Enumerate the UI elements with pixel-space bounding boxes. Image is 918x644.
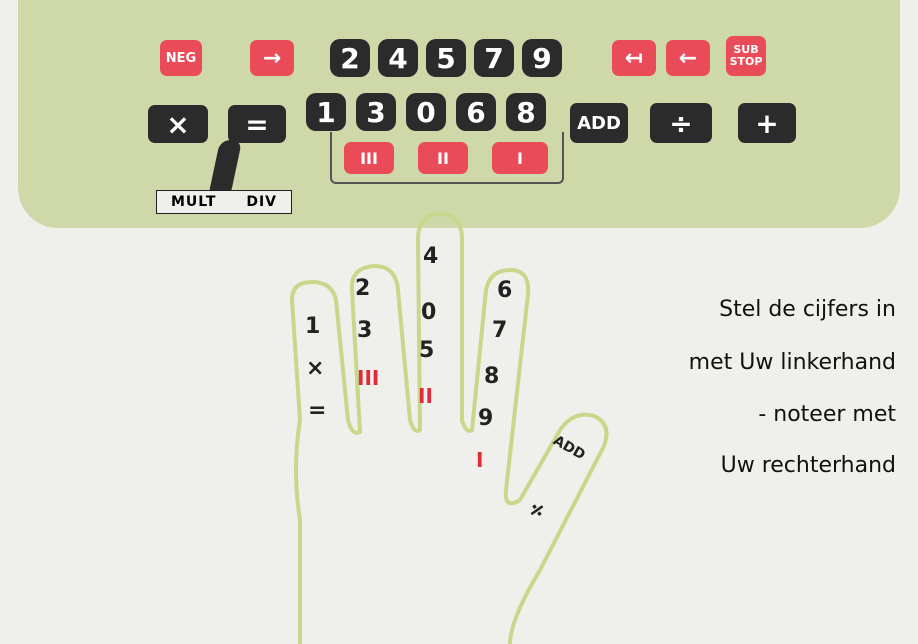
pinky-label-mult: × (306, 356, 324, 381)
pinky-label-equals: = (308, 398, 326, 423)
index-label-8: 8 (484, 364, 499, 389)
pinky-label-1: 1 (305, 314, 320, 339)
middle-label-0: 0 (421, 300, 436, 325)
middle-label-4: 4 (423, 244, 438, 269)
index-label-9: 9 (478, 406, 493, 431)
caption-line-2: met Uw linkerhand (689, 350, 896, 375)
caption-line-1: Stel de cijfers in (719, 297, 896, 322)
index-label-group-1: I (476, 448, 483, 472)
index-label-6: 6 (497, 278, 512, 303)
index-label-7: 7 (492, 318, 507, 343)
caption-line-4: Uw rechterhand (721, 453, 896, 478)
middle-label-5: 5 (419, 338, 434, 363)
middle-label-group-2: II (418, 384, 433, 408)
ring-label-group-3: III (357, 366, 379, 390)
caption-line-3: - noteer met (758, 402, 896, 427)
ring-label-3: 3 (357, 318, 372, 343)
ring-label-2: 2 (355, 276, 370, 301)
